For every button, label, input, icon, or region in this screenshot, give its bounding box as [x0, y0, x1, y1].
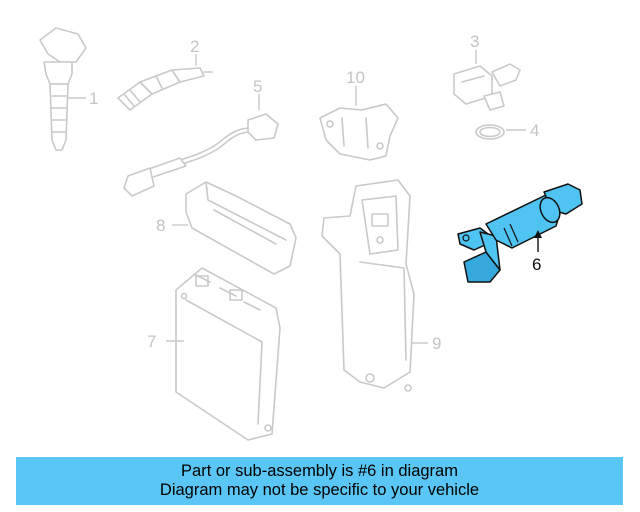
callout-7: 7: [147, 332, 156, 351]
callout-6: 6: [532, 255, 541, 274]
banner-line-1: Part or sub-assembly is #6 in diagram: [181, 462, 458, 480]
part-6-position-sensor[interactable]: 6: [457, 183, 583, 283]
part-5-sensor-harness[interactable]: 5: [123, 77, 279, 197]
callout-3: 3: [470, 32, 479, 51]
callout-9: 9: [432, 334, 441, 353]
part-9-bracket[interactable]: 9: [321, 179, 441, 392]
callout-4: 4: [530, 121, 539, 140]
part-8-cover[interactable]: 8: [156, 181, 297, 275]
part-4-o-ring[interactable]: 4: [475, 121, 539, 140]
callout-2: 2: [190, 37, 199, 56]
callout-10: 10: [346, 68, 365, 87]
part-2-spark-plug[interactable]: 2: [117, 37, 213, 111]
callout-1: 1: [89, 89, 98, 108]
callout-8: 8: [156, 216, 165, 235]
banner-line-2: Diagram may not be specific to your vehi…: [159, 481, 480, 499]
info-banner: Part or sub-assembly is #6 in diagram Di…: [16, 457, 623, 505]
part-3-sensor[interactable]: 3: [453, 32, 521, 111]
part-1-ignition-coil[interactable]: 1: [39, 27, 98, 151]
part-10-bracket[interactable]: 10: [319, 68, 399, 161]
callout-5: 5: [253, 77, 262, 96]
parts-diagram: 1 2 5 10 3: [39, 27, 583, 441]
part-7-control-module[interactable]: 7: [147, 267, 281, 441]
